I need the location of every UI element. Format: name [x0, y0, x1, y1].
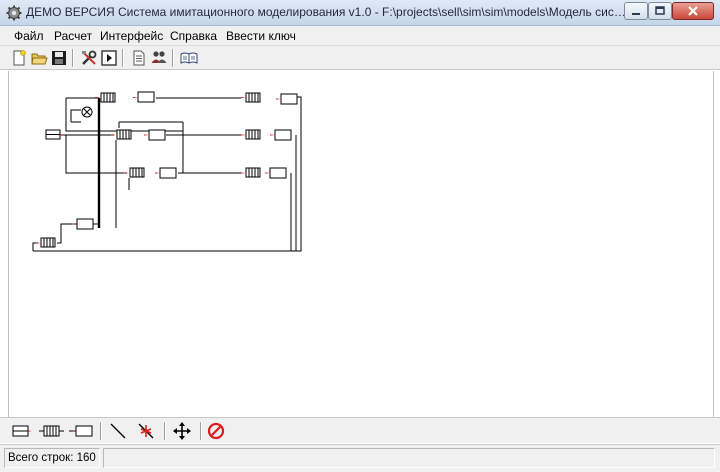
new-file-icon[interactable] — [10, 49, 28, 67]
report-document-icon[interactable] — [130, 49, 148, 67]
users-icon[interactable] — [150, 49, 168, 67]
minimize-button[interactable] — [624, 2, 648, 20]
server-block — [159, 167, 177, 179]
maximize-icon — [655, 6, 665, 15]
line-tool-icon[interactable] — [108, 421, 128, 441]
queue-tool-icon[interactable] — [38, 421, 64, 441]
help-book-icon[interactable] — [180, 49, 198, 67]
toolbar-separator — [72, 49, 73, 67]
model-diagram — [32, 91, 302, 252]
palette-separator — [164, 422, 165, 440]
connector-line — [65, 135, 127, 174]
menu-enter-key[interactable]: Ввести ключ — [226, 29, 296, 43]
server-block — [148, 129, 166, 141]
queue-block — [245, 167, 261, 178]
connector-line — [33, 96, 302, 252]
close-button[interactable] — [672, 2, 714, 20]
queue-block — [245, 129, 261, 140]
menu-bar: Файл Расчет Интерфейс Справка Ввести клю… — [0, 26, 720, 46]
server-block — [137, 91, 155, 103]
status-panel-empty — [103, 448, 715, 468]
settings-tools-icon[interactable] — [80, 49, 98, 67]
source-tool-icon[interactable] — [10, 421, 32, 441]
model-canvas[interactable] — [8, 71, 714, 417]
menu-help[interactable]: Справка — [170, 29, 218, 43]
source-block — [45, 129, 61, 140]
server-block — [274, 129, 292, 141]
palette-separator — [100, 422, 101, 440]
save-disk-icon[interactable] — [50, 49, 68, 67]
server-block — [280, 93, 298, 105]
move-icon[interactable] — [172, 421, 192, 441]
toolbar-separator — [122, 49, 123, 67]
menu-file[interactable]: Файл — [14, 29, 44, 43]
queue-block — [245, 92, 261, 103]
row-count-status: Всего строк: 160 — [4, 448, 100, 468]
run-play-icon[interactable] — [100, 49, 118, 67]
close-icon — [688, 6, 698, 16]
maximize-button[interactable] — [648, 2, 672, 20]
minimize-icon — [632, 13, 640, 15]
window-title: ДЕМО ВЕРСИЯ Система имитационного модели… — [26, 5, 626, 19]
main-toolbar — [0, 46, 720, 70]
generator-block — [81, 106, 93, 118]
open-folder-icon[interactable] — [30, 49, 48, 67]
menu-calculation[interactable]: Расчет — [54, 29, 93, 43]
queue-block — [100, 92, 116, 103]
connector-line — [70, 109, 81, 122]
title-bar[interactable]: ДЕМО ВЕРСИЯ Система имитационного модели… — [0, 0, 720, 26]
delete-line-icon[interactable] — [136, 421, 156, 441]
connector-line — [65, 98, 183, 132]
server-block — [269, 167, 287, 179]
queue-block — [116, 129, 132, 140]
toolbar-separator — [172, 49, 173, 67]
server-tool-icon[interactable] — [68, 421, 94, 441]
stop-icon[interactable] — [206, 421, 226, 441]
status-bar: Всего строк: 160 — [0, 444, 720, 472]
connector-arrows — [36, 97, 281, 244]
palette-separator — [200, 422, 201, 440]
element-palette — [0, 417, 720, 443]
menu-interface[interactable]: Интерфейс — [100, 29, 164, 43]
server-block — [76, 218, 94, 230]
app-gear-icon — [6, 5, 22, 21]
connector-line — [32, 242, 38, 251]
connector-line — [57, 223, 77, 244]
queue-block — [129, 167, 145, 178]
queue-block — [40, 237, 56, 248]
